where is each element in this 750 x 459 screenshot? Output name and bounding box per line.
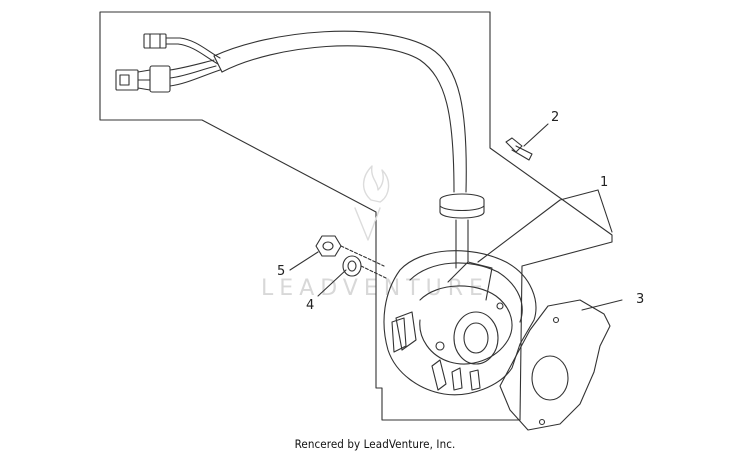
grommet: [439, 193, 485, 219]
callout-4: 4: [306, 298, 314, 313]
assembly-outline: [99, 11, 613, 421]
leader-4: [317, 269, 347, 297]
callout-2: 2: [551, 110, 559, 125]
stator-assembly: [383, 250, 537, 396]
washer-icon: [342, 255, 362, 277]
leader-3: [581, 299, 623, 311]
footer-credit: Rencered by LeadVenture, Inc.: [294, 437, 456, 451]
connector-lower-icon: [115, 65, 171, 93]
wire-sheath: [213, 30, 467, 193]
callout-1: 1: [600, 175, 608, 190]
connector-upper-icon: [143, 33, 181, 49]
gasket: [499, 299, 611, 431]
nut-icon: [315, 235, 342, 257]
callout-3: 3: [636, 292, 644, 307]
leader-5: [289, 251, 319, 271]
callout-5: 5: [277, 264, 285, 279]
leader-1: [477, 189, 599, 263]
watermark-logo-icon: [354, 165, 390, 241]
bolt-icon: [505, 137, 533, 161]
leader-2: [523, 123, 549, 147]
watermark-text: LEADVENTURE: [261, 276, 489, 301]
